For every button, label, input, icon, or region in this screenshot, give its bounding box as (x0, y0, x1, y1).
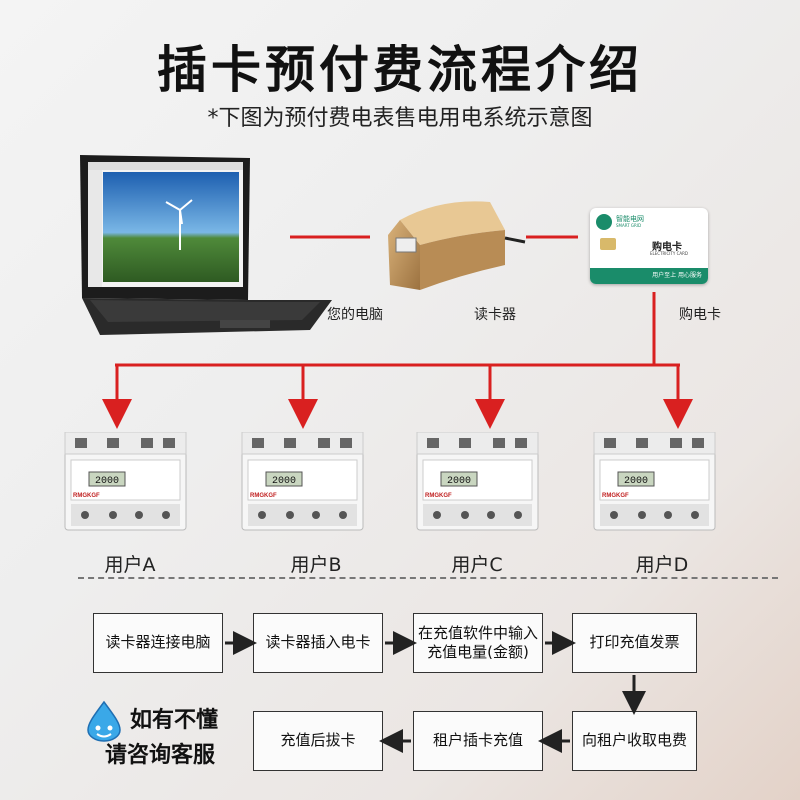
section-divider (78, 577, 778, 579)
meter-display: 2000 (624, 476, 648, 487)
chip-icon (600, 238, 616, 250)
card-title: 购电卡 (652, 242, 682, 253)
electricity-card: 智能电网 SMART GRID 购电卡 ELECTRICITY CARD 用户至… (590, 208, 708, 284)
customer-service-icon (87, 700, 121, 742)
card-brand: 智能电网 (616, 215, 644, 223)
user-c-label: 用户C (451, 554, 503, 576)
computer-label: 您的电脑 (327, 307, 383, 323)
meter-brand: RMGKGF (250, 493, 277, 499)
card-brand-en: SMART GRID (616, 223, 642, 228)
flow-step-6: 租户插卡充值 (413, 711, 543, 771)
flow-step-4: 打印充值发票 (572, 613, 697, 673)
meter-brand: RMGKGF (73, 493, 100, 499)
flow-step-1: 读卡器连接电脑 (93, 613, 223, 673)
card-slogan: 用户至上 用心服务 (590, 268, 708, 284)
meter-display: 2000 (95, 476, 119, 487)
card-title-en: ELECTRICITY CARD (650, 251, 688, 256)
flow-step-3: 在充值软件中输入 充值电量(金额) (413, 613, 543, 673)
page-subtitle: *下图为预付费电表售电用电系统示意图 (207, 106, 593, 131)
user-b-label: 用户B (290, 554, 342, 576)
flow-step-7: 充值后拔卡 (253, 711, 383, 771)
meter-display: 2000 (447, 476, 471, 487)
page-title: 插卡预付费流程介绍 (157, 41, 643, 99)
meter-brand: RMGKGF (602, 493, 629, 499)
flow-step-5: 向租户收取电费 (572, 711, 697, 771)
card-reader-label: 读卡器 (474, 307, 516, 323)
user-a-label: 用户A (104, 554, 156, 576)
user-d-label: 用户D (635, 554, 689, 576)
contact-line-2: 请咨询客服 (105, 743, 216, 768)
card-label: 购电卡 (679, 307, 721, 323)
card-reader-image (388, 201, 526, 290)
grid-logo-icon (596, 214, 612, 230)
meter-brand: RMGKGF (425, 493, 452, 499)
meter-display: 2000 (272, 476, 296, 487)
contact-line-1: 如有不懂 (130, 708, 219, 733)
laptop-image (80, 155, 332, 335)
flow-step-2: 读卡器插入电卡 (253, 613, 383, 673)
